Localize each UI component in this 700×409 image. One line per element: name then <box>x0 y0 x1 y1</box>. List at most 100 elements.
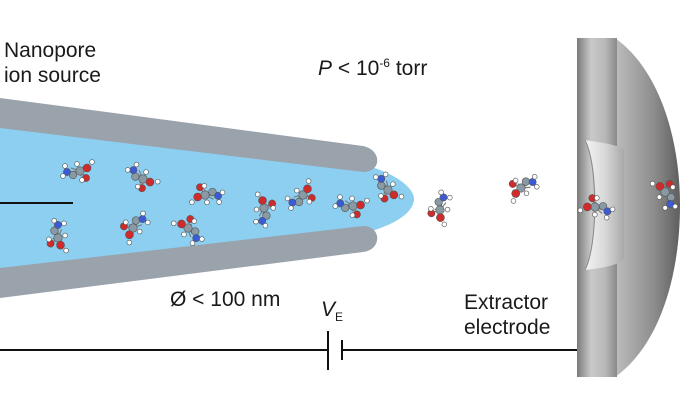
molecule-atom <box>46 236 52 243</box>
molecule-atom <box>140 210 146 217</box>
molecule-atom <box>219 189 226 196</box>
molecule-atom <box>193 192 202 202</box>
molecule-atom <box>262 222 269 229</box>
molecule-atom <box>523 190 530 196</box>
molecule-atom <box>89 159 95 165</box>
circuit <box>0 331 578 370</box>
molecule-atom <box>254 191 261 198</box>
molecule-atom <box>79 177 85 183</box>
molecule-atom <box>378 193 384 199</box>
molecules <box>46 159 678 254</box>
molecule-atom <box>349 212 356 218</box>
molecule-atom <box>62 232 68 239</box>
molecule-atom <box>61 220 67 227</box>
voltage-symbol: V <box>321 298 336 321</box>
molecule-atom <box>137 228 143 235</box>
molecule <box>649 180 678 211</box>
molecule <box>577 194 616 221</box>
molecule-atom <box>192 234 201 242</box>
molecule-atom <box>189 199 195 205</box>
molecule <box>189 183 226 206</box>
molecule-atom <box>129 166 138 175</box>
molecule-atom <box>382 171 389 178</box>
molecule-atom <box>390 181 396 187</box>
molecule-atom <box>145 219 151 226</box>
molecule <box>427 189 453 228</box>
molecule <box>253 191 276 229</box>
molecule <box>508 174 540 204</box>
molecule-atom <box>377 174 386 183</box>
molecule <box>120 210 151 246</box>
molecule-atom <box>294 187 300 194</box>
molecule-atom <box>133 161 140 168</box>
molecule-atom <box>528 178 537 186</box>
molecule-atom <box>609 206 616 213</box>
molecule-atom <box>253 218 259 225</box>
molecule-atom <box>204 199 210 206</box>
molecule-atom <box>666 200 675 208</box>
molecule-atom <box>441 221 448 228</box>
molecule-atom <box>447 194 453 201</box>
molecule-atom <box>171 220 177 227</box>
molecule-atom <box>54 221 62 229</box>
molecule-atom <box>201 183 207 189</box>
molecule-atom <box>336 199 345 208</box>
molecule-atom <box>288 205 294 211</box>
molecule-atom <box>337 194 343 200</box>
molecule-atom <box>253 206 260 213</box>
molecule-atom <box>82 163 92 173</box>
molecule-atom <box>177 219 186 229</box>
molecule-atom <box>199 236 205 242</box>
molecule-atom <box>577 207 584 214</box>
molecule-atom <box>305 178 312 184</box>
molecule-atom <box>670 184 676 190</box>
molecule-atom <box>135 183 141 190</box>
molecule-atom <box>603 207 612 216</box>
molecule-atom <box>512 177 519 184</box>
molecule-atom <box>428 206 434 212</box>
molecule-atom <box>373 174 379 180</box>
molecule-atom <box>138 215 147 223</box>
molecule-atom <box>60 173 66 179</box>
molecule-atom <box>258 196 267 205</box>
molecule-atom <box>662 205 668 211</box>
pressure-symbol: P <box>318 57 333 80</box>
molecule-atom <box>123 219 129 225</box>
molecule-atom <box>56 240 65 250</box>
molecule-atom <box>216 199 222 205</box>
molecule-atom <box>398 193 405 200</box>
molecule-atom <box>155 178 161 185</box>
pipette-lower-wall <box>0 226 378 298</box>
source-label: Nanopore ion source <box>4 38 101 88</box>
molecule-atom <box>349 195 355 202</box>
molecule-atom <box>511 189 521 198</box>
molecule-atom <box>125 167 131 173</box>
molecule <box>46 217 69 254</box>
molecule-atom <box>438 189 444 196</box>
molecule-atom <box>603 214 610 221</box>
molecule-atom <box>51 217 57 224</box>
molecule-atom <box>143 169 149 175</box>
molecule-atom <box>284 195 291 202</box>
pressure-unit: torr <box>389 57 428 80</box>
molecule-atom <box>332 203 338 209</box>
molecule-atom <box>306 198 313 205</box>
molecule-atom <box>189 240 196 246</box>
molecule-atom <box>656 194 663 200</box>
molecule-atom <box>510 198 517 204</box>
molecule-atom <box>583 202 592 212</box>
molecule-atom <box>181 231 187 238</box>
molecule-atom <box>356 200 365 210</box>
molecule-atom <box>444 206 451 213</box>
molecule-atom <box>63 247 69 254</box>
molecule-atom <box>74 161 80 167</box>
molecule-atom <box>439 193 448 202</box>
molecule-atom <box>288 198 297 207</box>
diameter-label: Ø < 100 nm <box>170 288 281 311</box>
molecule <box>125 161 161 193</box>
molecule <box>171 215 205 246</box>
molecule-atom <box>125 230 134 240</box>
pipette-upper-wall <box>0 98 378 172</box>
molecule-atom <box>62 163 68 169</box>
